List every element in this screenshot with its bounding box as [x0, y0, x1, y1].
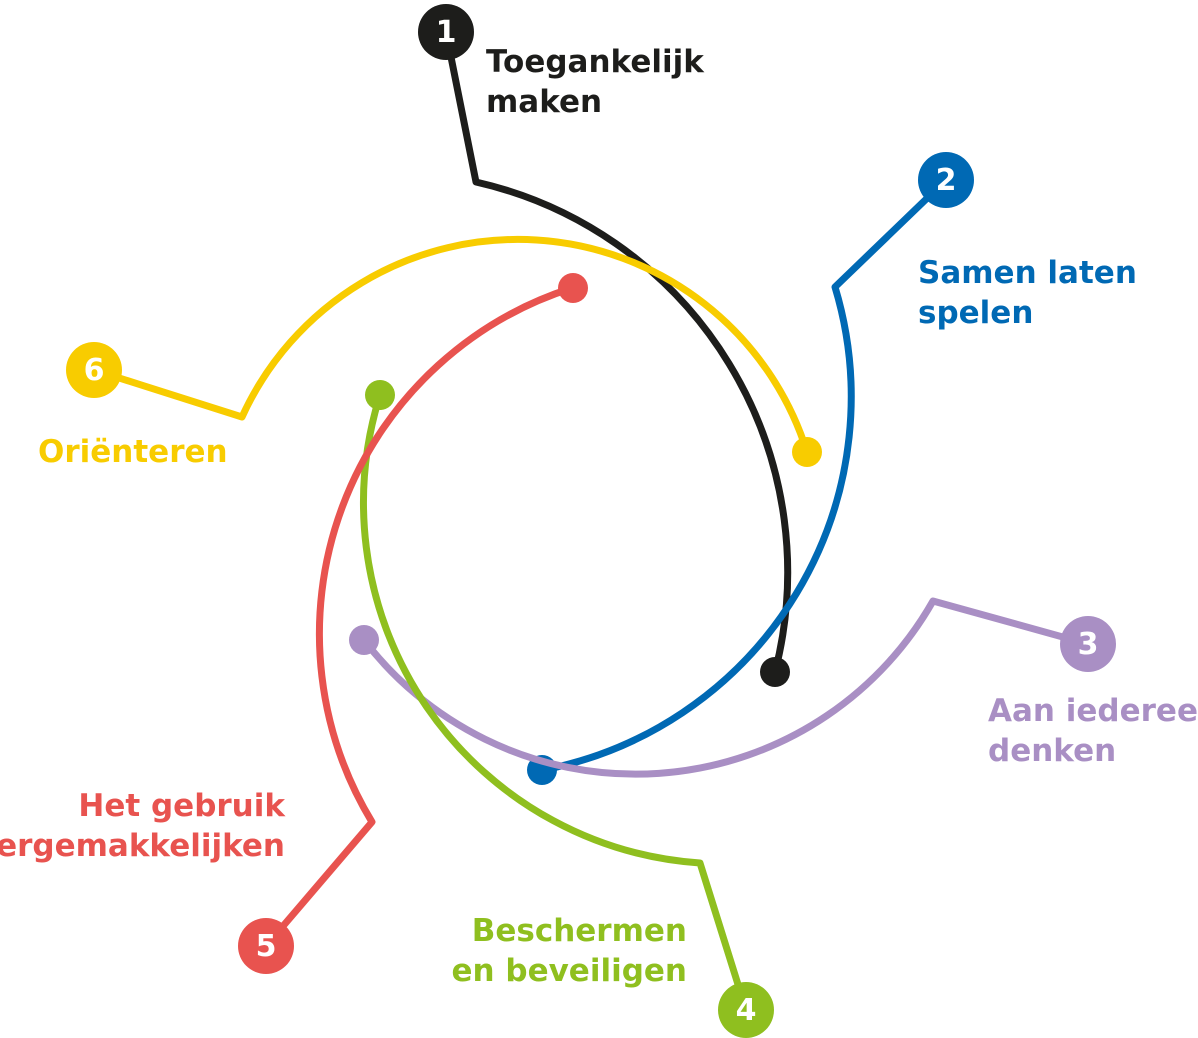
- step-5-label-line2: vergemakkelijken: [0, 828, 285, 864]
- step-5-track: [262, 284, 576, 950]
- step-3: 3 Aan iedereen denken: [349, 597, 1198, 778]
- step-4-label-line1: Beschermen: [472, 913, 687, 949]
- step-2-label-line1: Samen laten: [918, 255, 1137, 291]
- step-5-badge: [238, 918, 294, 974]
- step-2-track: [539, 176, 950, 774]
- step-6-number: 6: [84, 353, 105, 388]
- step-3-label-line2: denken: [988, 733, 1116, 769]
- step-5-number: 5: [256, 929, 277, 964]
- step-4-end-dot: [365, 380, 395, 410]
- step-6: 6 Oriënteren: [38, 235, 822, 470]
- step-1-label-line1: Toegankelijk: [486, 44, 705, 80]
- step-1-end-dot: [760, 657, 790, 687]
- step-3-badge: [1060, 616, 1116, 672]
- step-2-number: 2: [936, 163, 957, 198]
- step-5-end-dot: [558, 273, 588, 303]
- step-5: 5 Het gebruik vergemakkelijken: [0, 273, 588, 974]
- step-6-badge: [66, 342, 122, 398]
- step-4-number: 4: [736, 993, 757, 1028]
- step-5-label-line1: Het gebruik: [78, 788, 286, 824]
- step-6-track: [90, 235, 811, 456]
- step-6-label-line1: Oriënteren: [38, 434, 228, 470]
- step-2: 2 Samen laten spelen: [527, 152, 1137, 785]
- step-2-badge: [918, 152, 974, 208]
- step-3-label-line1: Aan iedereen: [988, 693, 1198, 729]
- step-3-track: [360, 597, 1092, 778]
- step-3-end-dot: [349, 625, 379, 655]
- step-1-badge: [418, 4, 474, 60]
- step-6-end-dot: [792, 437, 822, 467]
- step-4-badge: [718, 982, 774, 1038]
- step-1-number: 1: [436, 15, 457, 50]
- step-4-label-line2: en beveiligen: [452, 953, 688, 989]
- step-3-number: 3: [1078, 627, 1099, 662]
- step-1-label-line2: maken: [486, 84, 602, 120]
- step-4-track: [360, 391, 750, 1014]
- step-4: 4 Beschermen en beveiligen: [360, 380, 774, 1038]
- step-1: 1 Toegankelijk maken: [418, 4, 792, 687]
- step-2-label-line2: spelen: [918, 295, 1033, 331]
- step-1-track: [442, 28, 792, 676]
